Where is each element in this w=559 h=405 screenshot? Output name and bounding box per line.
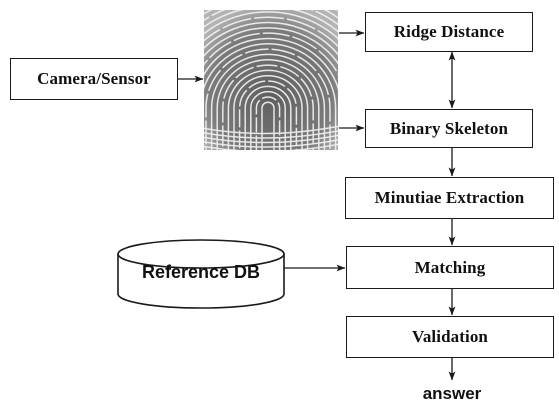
fingerprint-ridge [255, 96, 281, 150]
fingerprint-ridge [204, 11, 338, 150]
ridge-distance-box: Ridge Distance [365, 12, 533, 52]
fingerprint-ridge [204, 37, 338, 150]
fingerprint-ridge [233, 74, 303, 150]
fingerprint-ridge [204, 16, 338, 150]
camera-sensor-box: Camera/Sensor [10, 58, 178, 100]
fingerprint-ridge [204, 143, 338, 150]
fingerprint-ridge [204, 21, 338, 150]
fingerprint-ridge [204, 134, 338, 144]
fingerprint-ridge [216, 59, 320, 150]
fingerprint-ridge [261, 101, 275, 150]
fingerprint-ridge [205, 48, 331, 150]
fingerprint-image [204, 10, 338, 150]
fingerprint-ridge [227, 69, 309, 150]
fingerprint-ridge [222, 64, 314, 150]
fingerprint-ridge [244, 85, 292, 150]
fingerprint-ridge [204, 129, 338, 139]
fingerprint-ridge [204, 27, 338, 150]
fingerprint-ridge [250, 90, 286, 150]
fingerprint-ridge [204, 32, 338, 150]
validation-box: Validation [346, 316, 554, 358]
matching-box: Matching [346, 246, 554, 289]
fingerprint-ridge [204, 138, 338, 148]
binary-skeleton-box: Binary Skeleton [365, 109, 533, 148]
fingerprint-ridge [204, 43, 337, 150]
reference-db-label: Reference DB [141, 262, 261, 282]
fingerprint-ridge [210, 53, 326, 150]
fingerprint-ridge [238, 80, 298, 150]
fingerprint-ridge [204, 125, 338, 135]
answer-label: answer [422, 384, 482, 403]
minutiae-extraction-box: Minutiae Extraction [345, 177, 554, 219]
database-cylinder-icon [117, 239, 285, 309]
